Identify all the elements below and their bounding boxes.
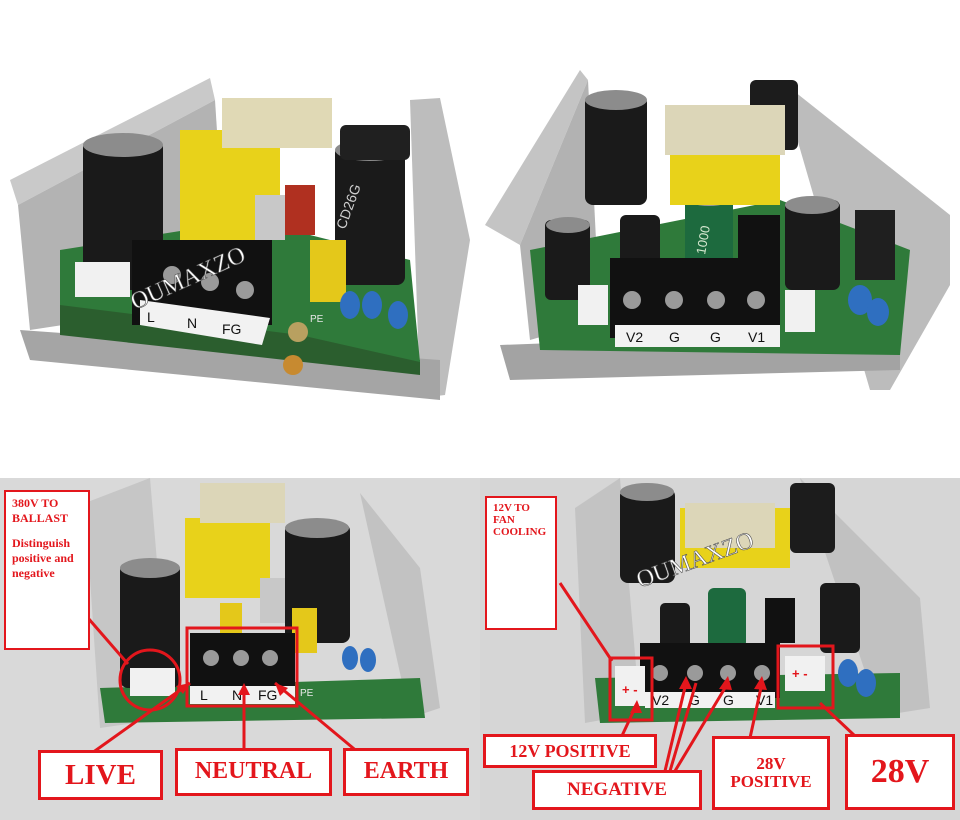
terminal-label-g1: G bbox=[689, 692, 700, 708]
terminal-label-g1: G bbox=[669, 329, 680, 345]
capacitor-label: 1000 bbox=[693, 224, 713, 255]
photo-output-side: V2 G G V1 1000 bbox=[480, 0, 960, 430]
callout-live: LIVE bbox=[38, 750, 163, 800]
terminal-label-n: N bbox=[187, 315, 197, 331]
polarity-marks-fan: + - bbox=[622, 682, 638, 697]
callout-earth: EARTH bbox=[343, 748, 469, 796]
psu-illustration-output-annotated: V2 G G V1 + - + - OUMAXZO bbox=[558, 478, 930, 772]
polarity-marks-28v: + - bbox=[792, 666, 808, 681]
callout-28v: 28V bbox=[845, 734, 955, 810]
psu-illustration-input: L N FG PE CD26G OUMAXZO bbox=[10, 78, 470, 400]
terminal-label-fg: FG bbox=[258, 687, 277, 703]
photo-input-side: L N FG PE CD26G OUMAXZO bbox=[0, 0, 480, 430]
callout-neutral: NEUTRAL bbox=[175, 748, 332, 796]
terminal-label-v2: V2 bbox=[626, 329, 643, 345]
psu-illustration-input-annotated: L N FG PE bbox=[84, 478, 440, 760]
callout-negative: NEGATIVE bbox=[532, 770, 702, 810]
terminal-label-v1: V1 bbox=[748, 329, 765, 345]
terminal-label-g2: G bbox=[710, 329, 721, 345]
fan-note: 12V TO FAN COOLING bbox=[485, 496, 557, 630]
ballast-note: 380V TO BALLAST Distinguish positive and… bbox=[4, 490, 90, 650]
callout-28v-positive: 28V POSITIVE bbox=[712, 736, 830, 810]
photo-input-annotated: L N FG PE 380V TO BALLAST Distinguish po… bbox=[0, 478, 480, 820]
ballast-note-title: 380V TO BALLAST bbox=[12, 496, 69, 525]
pe-label: PE bbox=[300, 688, 314, 699]
terminal-label-l: L bbox=[147, 309, 155, 325]
terminal-label-l: L bbox=[200, 687, 208, 703]
terminal-label-fg: FG bbox=[222, 321, 241, 337]
terminal-label-g2: G bbox=[723, 692, 734, 708]
terminal-label-v2: V2 bbox=[652, 692, 669, 708]
photo-output-annotated: V2 G G V1 + - + - OUMAXZO 12V bbox=[480, 478, 960, 820]
callout-12v-positive: 12V POSITIVE bbox=[483, 734, 657, 768]
ballast-note-detail: Distinguish positive and negative bbox=[12, 536, 74, 580]
pe-label: PE bbox=[310, 314, 324, 325]
terminal-label-n: N bbox=[232, 687, 242, 703]
psu-illustration-output: V2 G G V1 1000 bbox=[485, 70, 950, 390]
